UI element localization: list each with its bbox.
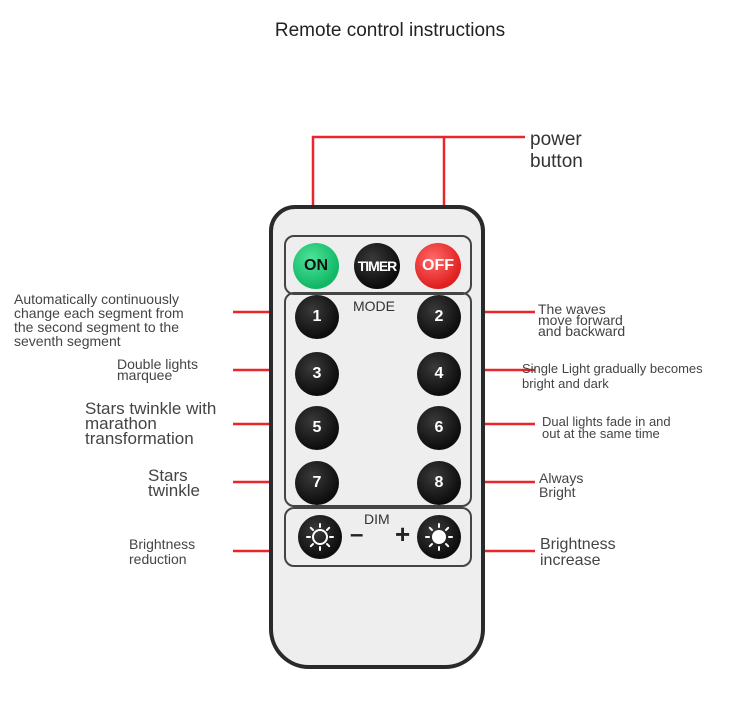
on-button[interactable]: ON bbox=[293, 243, 339, 289]
dim-panel bbox=[284, 507, 472, 567]
annotation-mode-5: Stars twinkle with marathon transformati… bbox=[85, 399, 217, 448]
dim-plus-button[interactable] bbox=[417, 515, 461, 559]
off-button[interactable]: OFF bbox=[415, 243, 461, 289]
mode-button-4[interactable]: 4 bbox=[417, 352, 461, 396]
mode-title: MODE bbox=[353, 298, 395, 314]
annotation-mode-3: Double lights marquee bbox=[117, 356, 198, 383]
mode-button-6[interactable]: 6 bbox=[417, 406, 461, 450]
annotation-mode-6: Dual lights fade in and out at the same … bbox=[542, 414, 671, 441]
remote-control: ON TIMER OFF MODE 1 2 3 4 5 6 7 8 DIM – … bbox=[269, 205, 485, 669]
annotation-dim-minus: Brightness reduction bbox=[129, 536, 196, 567]
annotation-dim-plus: Brightness increase bbox=[540, 536, 616, 569]
mode-panel bbox=[284, 292, 472, 507]
mode-button-7[interactable]: 7 bbox=[295, 461, 339, 505]
dim-title: DIM bbox=[364, 511, 390, 527]
mode-button-8[interactable]: 8 bbox=[417, 461, 461, 505]
mode-button-5[interactable]: 5 bbox=[295, 406, 339, 450]
timer-button[interactable]: TIMER bbox=[354, 243, 400, 289]
dim-plus-sign: + bbox=[395, 519, 411, 549]
annotation-mode-2: The waves move forward and backward bbox=[538, 301, 626, 339]
mode-button-3[interactable]: 3 bbox=[295, 352, 339, 396]
annotation-mode-8: Always Bright bbox=[539, 470, 584, 500]
page-title: Remote control instructions bbox=[274, 20, 506, 41]
annotation-mode-7: Stars twinkle bbox=[148, 466, 200, 500]
dim-minus-button[interactable] bbox=[298, 515, 342, 559]
annotation-mode-1: Automatically continuously change each s… bbox=[14, 291, 184, 349]
power-button-label: power button bbox=[530, 129, 583, 172]
power-panel bbox=[284, 235, 472, 295]
sun-outline-icon bbox=[306, 523, 334, 551]
mode-button-1[interactable]: 1 bbox=[295, 295, 339, 339]
mode-button-2[interactable]: 2 bbox=[417, 295, 461, 339]
sun-filled-icon bbox=[425, 523, 453, 551]
dim-minus-sign: – bbox=[350, 521, 364, 548]
annotation-mode-4: Single Light gradually becomes bright an… bbox=[522, 361, 703, 391]
